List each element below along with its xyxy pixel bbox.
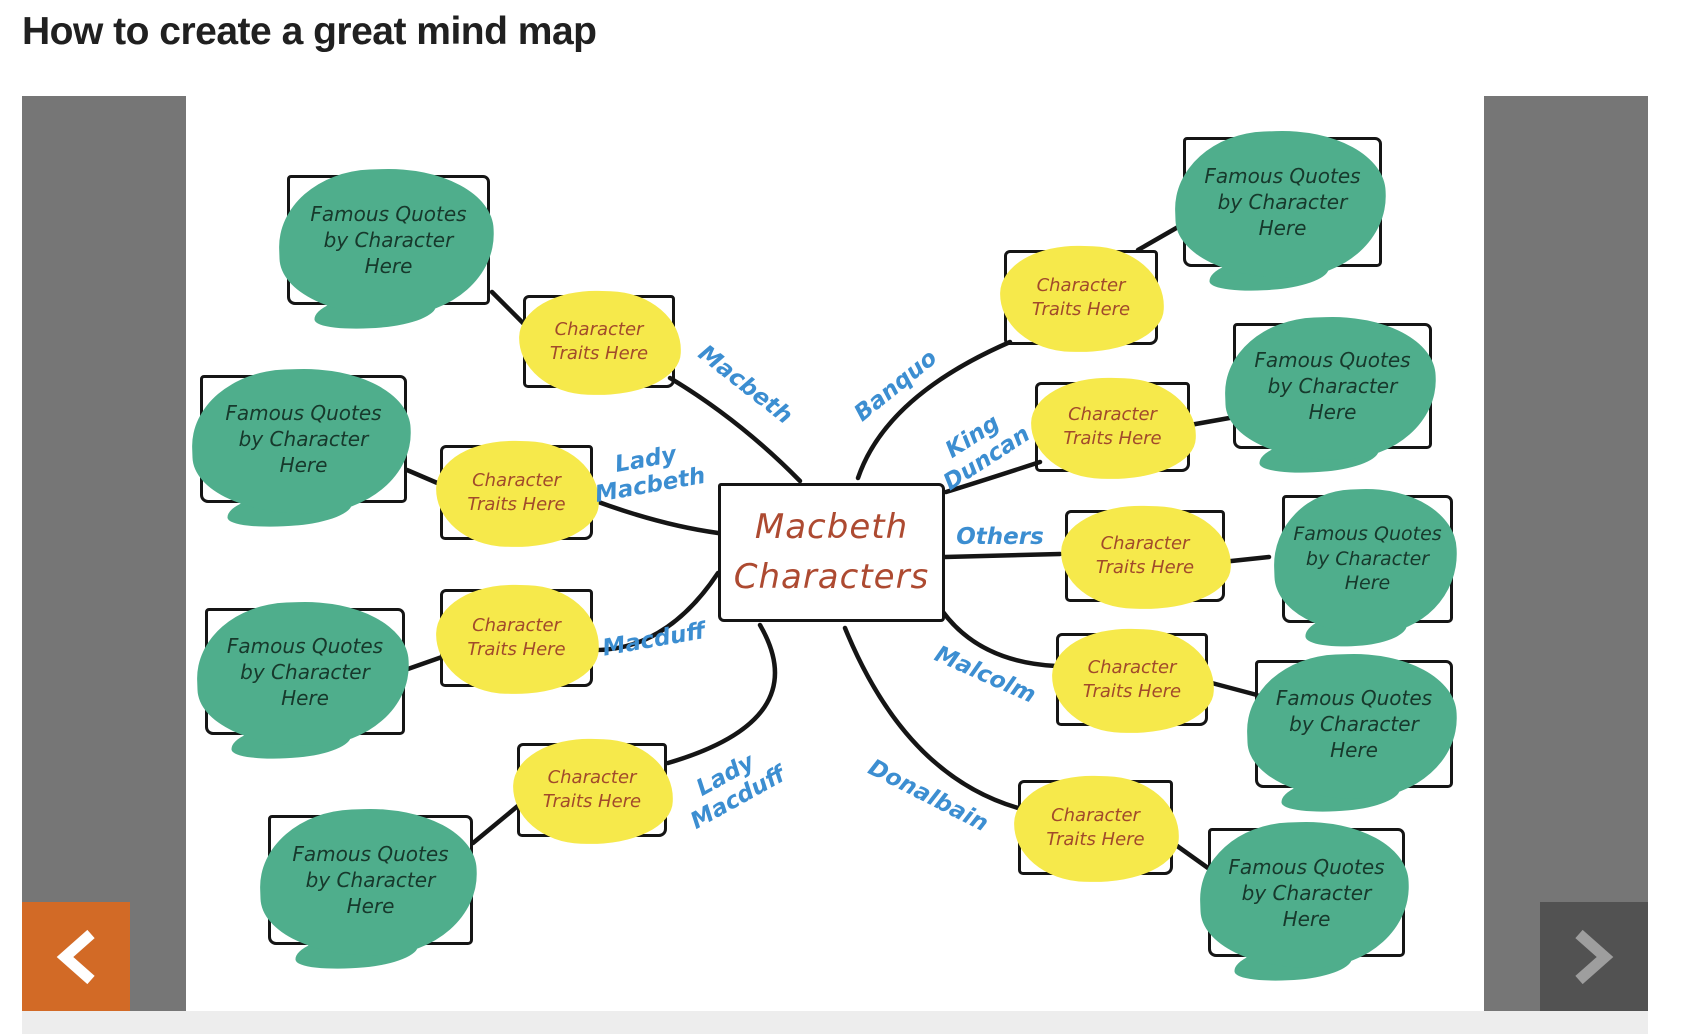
link-line — [470, 802, 522, 846]
branch-line-others — [942, 551, 1063, 560]
traits-box-lady-macduff: Character Traits Here — [517, 743, 667, 837]
previous-slide-button[interactable] — [22, 902, 130, 1011]
central-node: Macbeth Characters — [718, 483, 945, 622]
traits-box-macbeth: Character Traits Here — [523, 295, 675, 388]
traits-box-others: Character Traits Here — [1065, 510, 1225, 602]
traits-box-king-duncan: Character Traits Here — [1035, 382, 1190, 472]
traits-box-banquo: Character Traits Here — [1004, 250, 1158, 345]
branch-label-others: Others — [956, 523, 1044, 550]
link-line — [489, 289, 528, 328]
traits-box-malcolm: Character Traits Here — [1056, 633, 1208, 726]
link-line — [1187, 414, 1238, 428]
branch-line-macduff — [590, 570, 721, 653]
page-title: How to create a great mind map — [22, 10, 597, 53]
traits-box-donalbain: Character Traits Here — [1018, 780, 1173, 875]
traits-box-lady-macbeth: Character Traits Here — [440, 445, 593, 540]
traits-box-macduff: Character Traits Here — [440, 589, 593, 687]
next-slide-button[interactable] — [1540, 902, 1648, 1011]
branch-line-king-duncan — [943, 459, 1043, 495]
quotes-box-others: Famous Quotes by Character Here — [1282, 495, 1453, 623]
chevron-right-icon — [1571, 928, 1617, 986]
quotes-box-macduff: Famous Quotes by Character Here — [205, 608, 405, 735]
quotes-box-king-duncan: Famous Quotes by Character Here — [1233, 323, 1432, 449]
bottom-scroll-strip — [22, 1011, 1648, 1034]
quotes-box-donalbain: Famous Quotes by Character Here — [1208, 828, 1405, 957]
branch-line-malcolm — [940, 609, 1059, 669]
quotes-box-lady-macduff: Famous Quotes by Character Here — [268, 815, 473, 945]
branch-line-macbeth — [667, 375, 803, 484]
quotes-box-malcolm: Famous Quotes by Character Here — [1255, 660, 1453, 788]
branch-line-donalbain — [842, 625, 1021, 811]
viewer-right-gutter — [1484, 96, 1648, 1011]
quotes-box-lady-macbeth: Famous Quotes by Character Here — [200, 375, 407, 503]
branch-line-lady-macbeth — [590, 497, 721, 536]
mind-map-slide: Macbeth Characters Famous Quotes by Char… — [186, 96, 1484, 1011]
quotes-box-macbeth: Famous Quotes by Character Here — [287, 175, 490, 305]
chevron-left-icon — [53, 928, 99, 986]
slideshow-viewer: Macbeth Characters Famous Quotes by Char… — [22, 96, 1648, 1011]
link-line — [402, 654, 445, 673]
branch-line-banquo — [855, 339, 1013, 481]
quotes-box-banquo: Famous Quotes by Character Here — [1183, 137, 1382, 267]
viewer-left-gutter — [22, 96, 186, 1011]
link-line — [1205, 679, 1260, 698]
branch-line-lady-macduff — [665, 622, 778, 766]
